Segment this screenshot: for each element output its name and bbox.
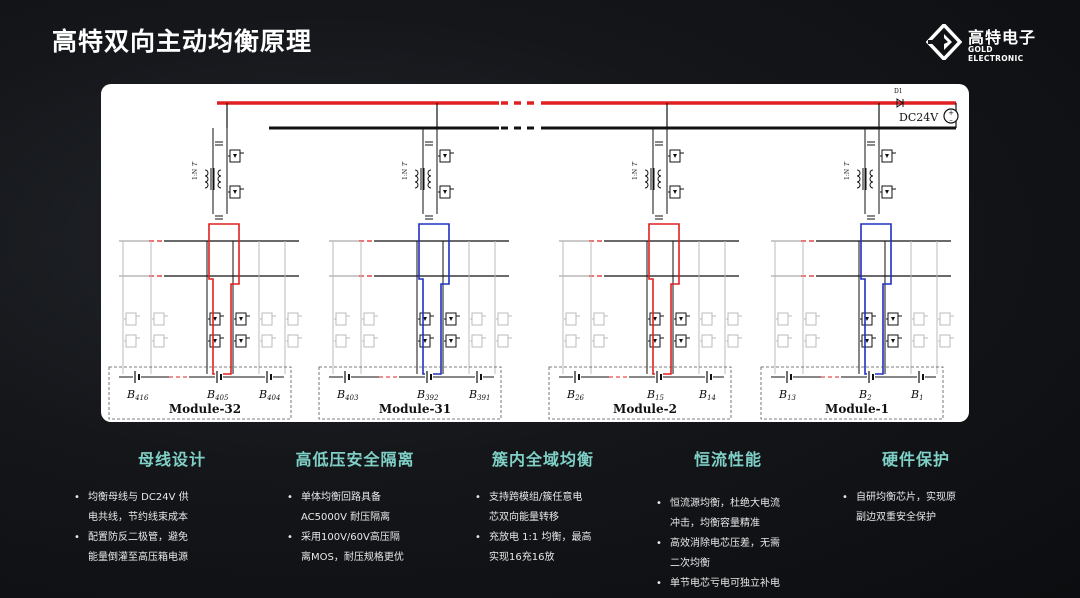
module-name: Module-1 xyxy=(825,402,889,416)
feature-title: 硬件保护 xyxy=(881,450,950,469)
gold-electronic-logo-icon xyxy=(926,24,962,60)
svg-text:B391: B391 xyxy=(468,388,490,402)
svg-text:B1: B1 xyxy=(910,388,924,402)
module-name: Module-2 xyxy=(613,402,677,416)
transformer-ratio-label: 1:N xyxy=(192,169,199,180)
svg-text:–: – xyxy=(949,116,953,124)
company-logo: 高特电子 GOLD ELECTRONIC xyxy=(926,24,1046,63)
transformer: 1:N T xyxy=(402,161,432,190)
battery-label-right: B404 xyxy=(258,388,280,402)
transformer: 1:N T xyxy=(192,161,222,190)
battery-label-left: B26 xyxy=(566,388,585,402)
svg-text:B403: B403 xyxy=(336,388,359,402)
battery-label-mid: B392 xyxy=(416,388,439,402)
battery-label-right: B391 xyxy=(468,388,490,402)
feature-title: 高低压安全隔离 xyxy=(295,450,415,469)
svg-text:B416: B416 xyxy=(126,388,149,402)
module-name: Module-32 xyxy=(169,402,241,416)
battery-label-mid: B405 xyxy=(206,388,229,402)
transformer-name-label: T xyxy=(844,161,851,166)
balancing-current-path xyxy=(418,223,450,375)
battery-label-left: B403 xyxy=(336,388,359,402)
feature-title: 恒流性能 xyxy=(693,450,762,469)
diode-d1-label: D1 xyxy=(894,88,903,95)
transformer-ratio-label: 1:N xyxy=(632,169,639,180)
balancing-current-path xyxy=(208,223,240,375)
list-item: 单节电芯亏电可独立补电 xyxy=(654,574,828,594)
transformer-ratio-label: 1:N xyxy=(844,169,851,180)
transformer-ratio-label: 1:N xyxy=(402,169,409,180)
battery-label-right: B1 xyxy=(910,388,924,402)
svg-text:B15: B15 xyxy=(646,388,665,402)
svg-text:B13: B13 xyxy=(778,388,797,402)
logo-name-en: GOLD ELECTRONIC xyxy=(968,45,1024,63)
transformer: 1:N T xyxy=(844,161,874,190)
diode-d1 xyxy=(896,98,904,108)
svg-text:B405: B405 xyxy=(206,388,229,402)
svg-text:+: + xyxy=(948,109,954,117)
dc24v-label: DC24V xyxy=(899,111,939,124)
svg-text:B2: B2 xyxy=(858,388,872,402)
transformer-name-label: T xyxy=(402,161,409,166)
feature-title: 母线设计 xyxy=(137,450,206,469)
page-title: 高特双向主动均衡原理 xyxy=(52,27,313,56)
transformer: 1:N T xyxy=(632,161,662,190)
logo-name-cn: 高特电子 xyxy=(968,28,1037,47)
feature-title: 簇内全域均衡 xyxy=(491,450,594,469)
module-name: Module-31 xyxy=(379,402,451,416)
svg-text:B392: B392 xyxy=(416,388,439,402)
battery-label-mid: B15 xyxy=(646,388,665,402)
svg-text:B26: B26 xyxy=(566,388,585,402)
svg-text:B14: B14 xyxy=(698,388,716,402)
battery-label-left: B416 xyxy=(126,388,149,402)
svg-text:B404: B404 xyxy=(258,388,280,402)
dc24v-source: + – DC24V D1 xyxy=(894,88,959,128)
transformer-name-label: T xyxy=(192,161,199,166)
battery-label-right: B14 xyxy=(698,388,716,402)
battery-label-mid: B2 xyxy=(858,388,872,402)
battery-label-left: B13 xyxy=(778,388,797,402)
balancing-current-path xyxy=(860,223,892,375)
transformer-name-label: T xyxy=(632,161,639,166)
balancing-current-path xyxy=(648,223,680,375)
